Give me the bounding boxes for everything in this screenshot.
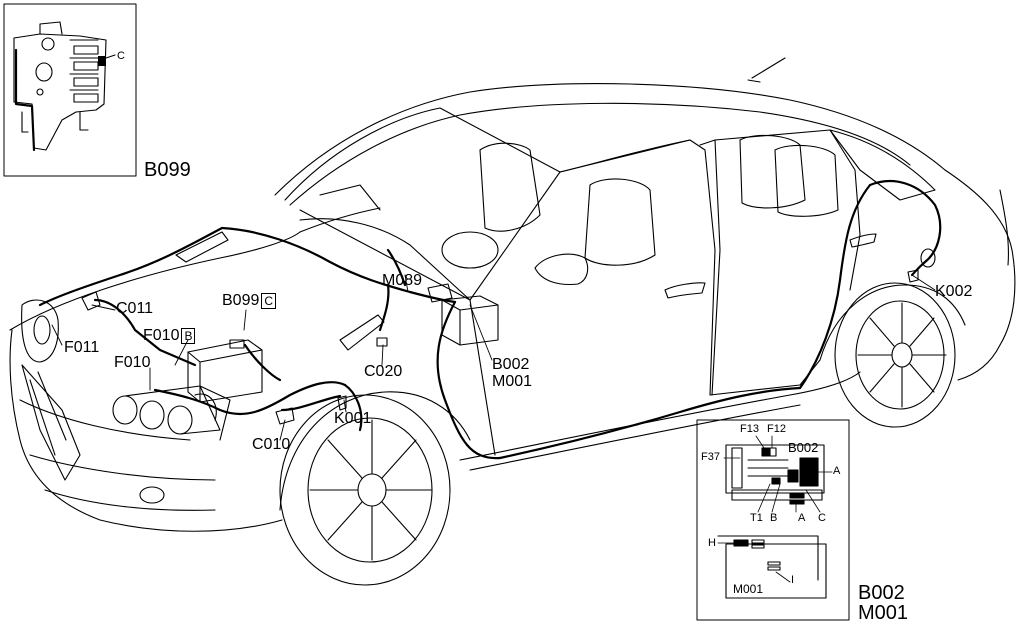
label-c020: C020 xyxy=(364,363,403,380)
fusebox-label-a: A xyxy=(798,512,806,524)
label-c010: C010 xyxy=(252,436,291,453)
fusebox-label-t1: T1 xyxy=(750,512,763,524)
label-m001: M001 xyxy=(492,373,533,390)
ground-k001 xyxy=(337,395,347,411)
connector-m089 xyxy=(427,283,453,303)
fusebox-label-a-right: A xyxy=(833,465,841,477)
fusebox-label-f37: F37 xyxy=(701,451,720,463)
leader-lines xyxy=(51,274,936,441)
connector-c020 xyxy=(376,337,388,347)
label-b002: B002 xyxy=(492,356,530,373)
label-b099-text: B099 xyxy=(222,292,260,309)
caption-m001: M001 xyxy=(858,602,909,624)
m001-module xyxy=(717,535,827,599)
b099-inset-highlight xyxy=(98,56,106,66)
label-m089: M089 xyxy=(382,272,423,289)
fusebox-label-f13: F13 xyxy=(740,423,759,435)
label-f010-text: F010 xyxy=(143,327,180,344)
label-f010-box: B xyxy=(181,328,196,344)
connector-c010 xyxy=(275,407,295,425)
b002-leaders xyxy=(723,435,833,513)
b099-inset-cable xyxy=(14,48,36,152)
caption-b002: B002 xyxy=(858,582,905,604)
label-b099-inset: B099 xyxy=(144,159,191,181)
battery-b099 xyxy=(187,339,263,403)
front-wheel xyxy=(279,394,451,586)
car-body-outline xyxy=(9,57,1016,532)
b099-inset-drawing xyxy=(13,21,116,151)
intake-duct xyxy=(175,231,385,351)
label-c011: C011 xyxy=(116,300,154,317)
label-f010-main: F010 xyxy=(114,354,151,371)
rear-wheel xyxy=(834,282,956,428)
label-b099-box: C xyxy=(261,293,277,309)
fusebox-label-b: B xyxy=(770,512,778,524)
label-k001: K001 xyxy=(334,410,372,427)
b002-inset-frame xyxy=(696,419,850,621)
wiring-harness xyxy=(38,180,942,460)
fusebox-label-h: H xyxy=(708,537,716,549)
b099-inset-frame xyxy=(3,3,137,177)
ground-k002 xyxy=(907,269,919,283)
b002-fusebox xyxy=(725,444,825,505)
fusebox-label-i: I xyxy=(791,574,795,586)
label-f011: F011 xyxy=(64,339,100,356)
fusebox-label-c: C xyxy=(818,512,826,524)
fusebox-label-b002: B002 xyxy=(788,440,819,455)
label-k002: K002 xyxy=(935,283,973,300)
headlamp-f011 xyxy=(21,299,59,363)
label-inset-c: C xyxy=(117,50,125,62)
sensor-k002 xyxy=(920,248,936,268)
fusebox-label-f12: F12 xyxy=(767,423,786,435)
connector-c011 xyxy=(81,291,101,311)
fusebox-label-m001: M001 xyxy=(733,582,764,596)
